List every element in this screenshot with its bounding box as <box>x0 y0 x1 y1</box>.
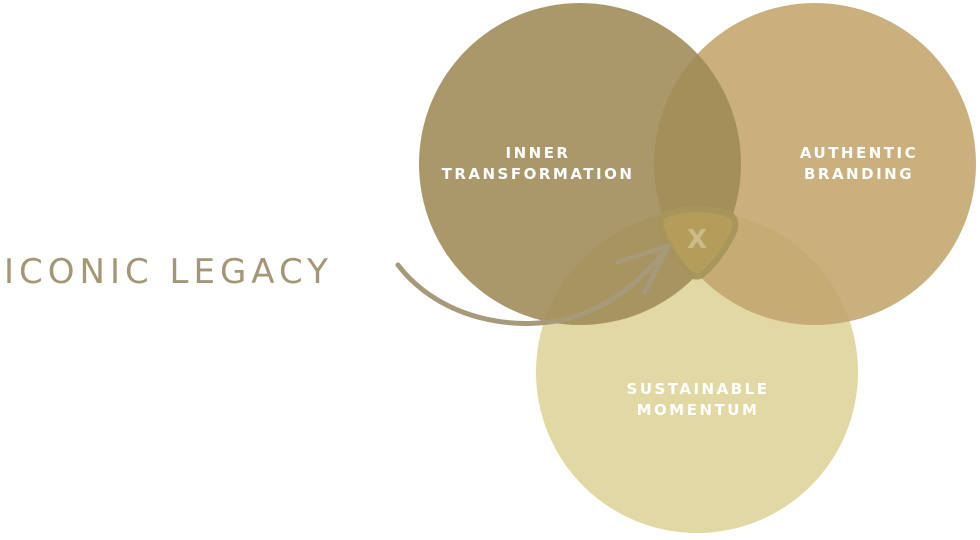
circle-authentic-branding <box>654 3 976 325</box>
label-authentic-line1: AUTHENTIC <box>800 144 918 162</box>
circle-inner-transformation <box>419 3 741 325</box>
center-intersection-badge <box>657 206 739 280</box>
arrow-head-icon <box>615 243 671 295</box>
arrow-curve <box>395 247 669 326</box>
iconic-legacy-title: ICONIC LEGACY <box>4 252 333 292</box>
label-inner-line2: TRANSFORMATION <box>442 165 635 183</box>
label-inner-line1: INNER <box>506 144 571 162</box>
label-sustainable-line1: SUSTAINABLE <box>627 380 770 398</box>
label-sustainable-line2: MOMENTUM <box>637 401 760 419</box>
center-mark: X <box>687 225 707 255</box>
label-authentic-line2: BRANDING <box>804 165 914 183</box>
